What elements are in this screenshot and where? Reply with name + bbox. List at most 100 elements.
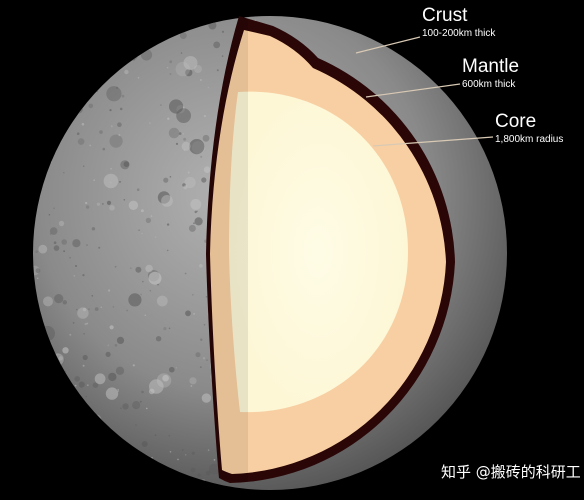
- watermark-text: 知乎 @搬砖的科研工: [441, 463, 581, 481]
- crater: [141, 29, 146, 34]
- crater: [199, 264, 203, 268]
- crater: [145, 264, 153, 273]
- crater: [149, 122, 151, 124]
- crater: [79, 72, 82, 75]
- crater: [82, 364, 85, 367]
- crater: [30, 242, 32, 244]
- crater: [61, 115, 65, 119]
- crater: [201, 177, 207, 183]
- crater: [126, 309, 128, 312]
- crater: [152, 474, 155, 477]
- crater: [156, 295, 168, 307]
- crater: [84, 322, 87, 326]
- crater: [82, 274, 85, 277]
- crater: [135, 266, 142, 273]
- crater: [87, 63, 90, 66]
- crater: [150, 215, 153, 217]
- crater: [77, 307, 89, 319]
- crater: [115, 440, 122, 447]
- crater: [132, 364, 135, 367]
- crater: [34, 103, 44, 114]
- crater: [201, 393, 212, 403]
- crater: [53, 75, 57, 79]
- core-label: Core: [495, 111, 536, 132]
- crater: [73, 275, 76, 277]
- crater: [210, 483, 212, 485]
- crater: [146, 481, 148, 484]
- crater: [190, 385, 193, 387]
- crater: [157, 191, 171, 204]
- crater: [96, 461, 101, 467]
- crater: [93, 460, 101, 469]
- crater: [166, 66, 169, 69]
- crater: [82, 354, 88, 361]
- crater: [53, 241, 57, 244]
- crater: [94, 373, 106, 385]
- crater: [149, 474, 152, 476]
- crater: [72, 322, 75, 324]
- crater: [86, 244, 88, 246]
- crater: [36, 277, 39, 280]
- crater: [89, 144, 92, 147]
- crater: [49, 233, 52, 235]
- crater: [44, 481, 46, 484]
- crater: [181, 141, 191, 151]
- crater: [175, 142, 179, 145]
- crater: [98, 246, 101, 249]
- crater: [155, 336, 162, 342]
- crater: [166, 249, 169, 252]
- crater: [203, 324, 206, 326]
- crater: [169, 60, 173, 64]
- crater: [33, 25, 44, 39]
- crater: [74, 105, 83, 114]
- crater: [39, 376, 43, 380]
- crater: [35, 250, 39, 254]
- crater: [72, 239, 81, 248]
- crater: [178, 132, 182, 135]
- crater: [123, 161, 130, 167]
- crater: [51, 76, 58, 83]
- crater: [91, 295, 94, 297]
- crater: [146, 485, 149, 488]
- crater: [75, 265, 77, 267]
- crater: [134, 453, 137, 455]
- crater: [109, 109, 112, 112]
- crater: [67, 87, 70, 89]
- crater: [35, 144, 39, 148]
- crater: [42, 365, 46, 368]
- crater: [99, 130, 103, 134]
- crater: [118, 134, 121, 137]
- crater: [190, 467, 196, 473]
- crater: [207, 449, 210, 451]
- crater: [145, 217, 152, 224]
- crater: [106, 462, 116, 472]
- crater: [42, 329, 44, 332]
- crater: [69, 256, 71, 259]
- crater: [65, 16, 71, 21]
- crater: [165, 28, 171, 34]
- crater: [71, 411, 74, 414]
- crater: [160, 104, 162, 106]
- crater: [197, 473, 201, 477]
- crater: [183, 137, 187, 141]
- mantle-thickness: 600km thick: [462, 79, 516, 90]
- crater: [200, 79, 202, 81]
- crater: [119, 107, 123, 111]
- crater: [63, 430, 65, 432]
- crater: [116, 336, 125, 344]
- crater: [63, 250, 65, 253]
- crater: [213, 459, 216, 461]
- crater: [152, 41, 156, 45]
- crater: [180, 52, 183, 54]
- crater: [117, 388, 119, 391]
- crater: [168, 327, 171, 330]
- crater: [132, 401, 141, 410]
- crater: [189, 377, 197, 385]
- crater: [54, 20, 63, 30]
- crater: [185, 310, 191, 317]
- crater: [63, 171, 65, 174]
- crater: [105, 453, 108, 456]
- crater: [74, 384, 77, 387]
- core-layer: [229, 91, 408, 413]
- crater: [56, 106, 59, 109]
